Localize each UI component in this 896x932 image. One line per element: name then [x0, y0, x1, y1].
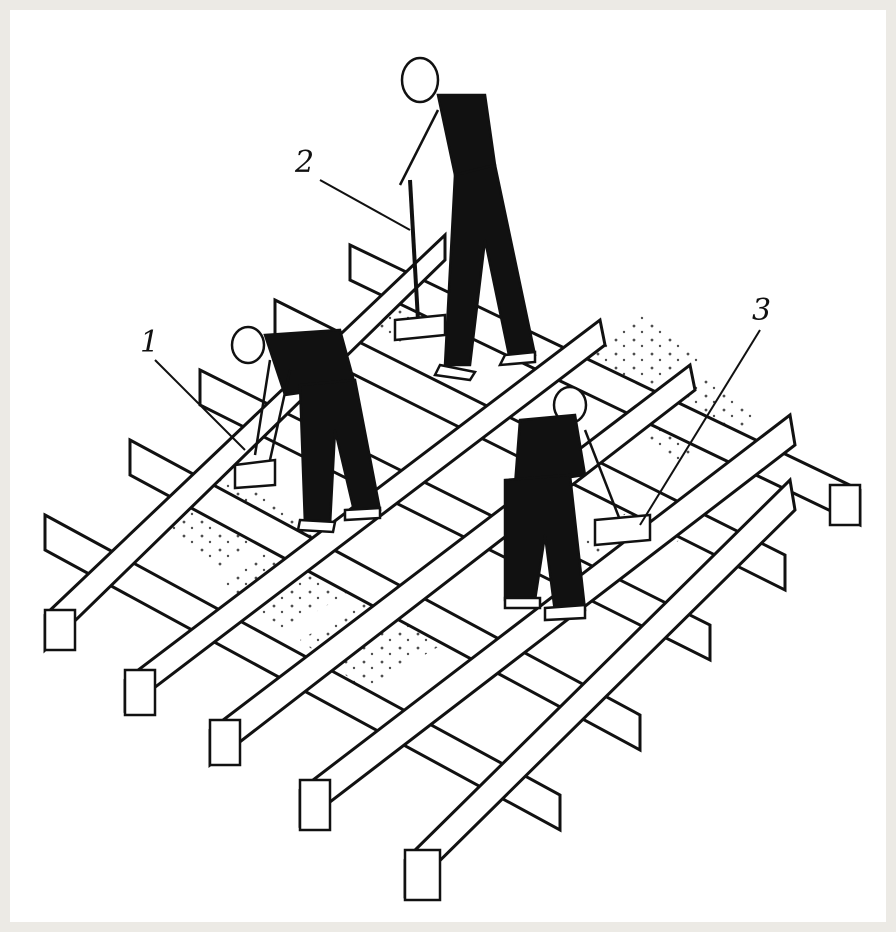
callout-label-1: 1: [140, 325, 159, 360]
callout-label-3: 3: [752, 293, 771, 328]
worker-with-rammer: [395, 58, 535, 380]
callout-label-2: 2: [294, 145, 314, 180]
